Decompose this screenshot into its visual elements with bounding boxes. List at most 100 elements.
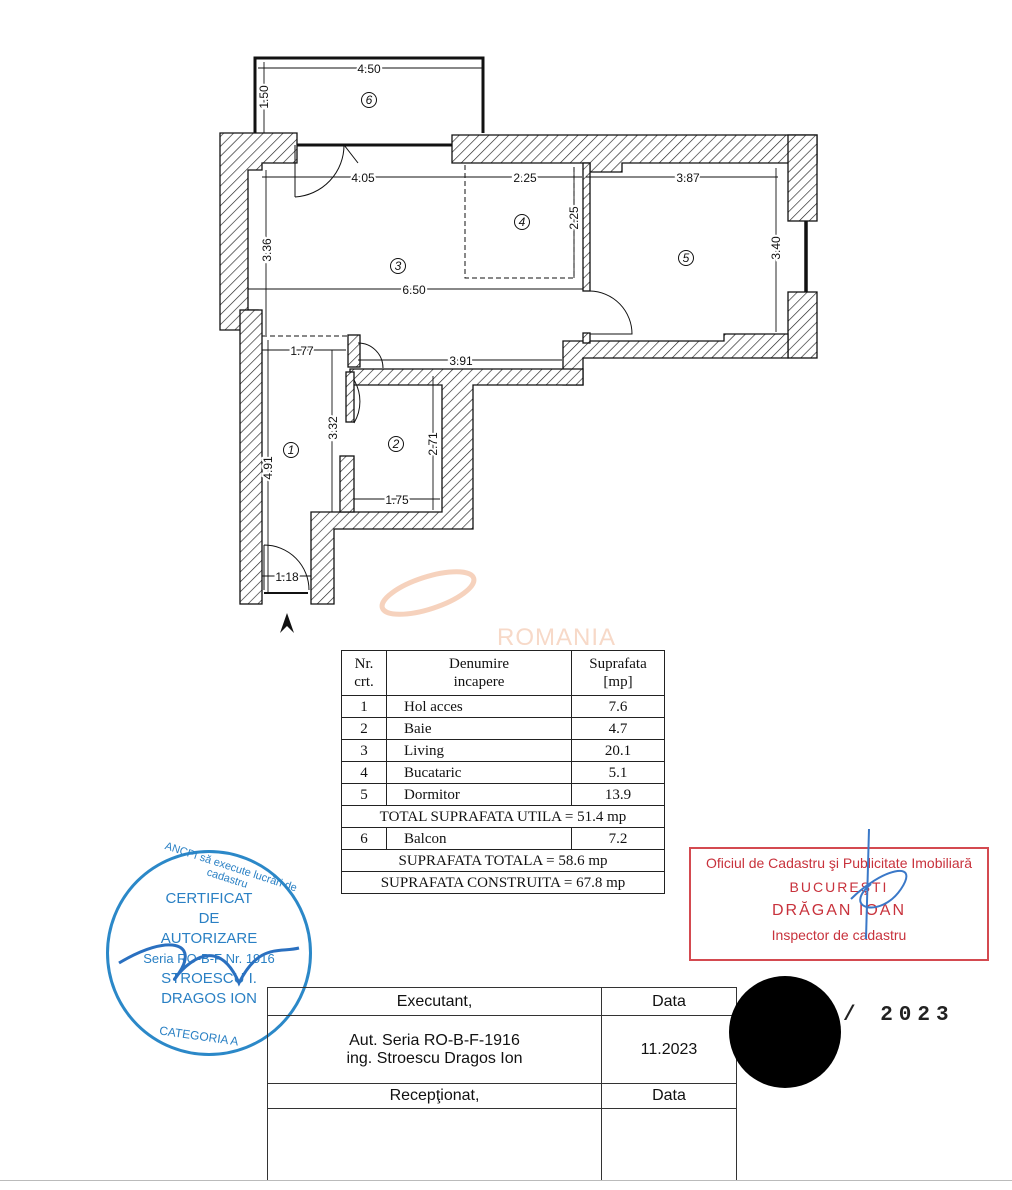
date-header: Data — [601, 987, 737, 1016]
wall-bath-hall — [339, 455, 355, 513]
watermark-text: ROMANIA — [497, 624, 617, 651]
wall-small-pier — [347, 334, 361, 368]
wall-corridor-bottom — [310, 368, 584, 605]
wall-partition-bedroom — [582, 162, 591, 292]
total-utila-row: TOTAL SUPRAFATA UTILA = 51.4 mp — [341, 805, 665, 828]
dimension-lines — [248, 62, 778, 593]
construita-row: SUPRAFATA CONSTRUITA = 67.8 mp — [341, 871, 665, 894]
signature-icon — [850, 829, 908, 940]
dim-living-depth: 3.36 — [260, 238, 274, 262]
room-number-3: 3 — [395, 259, 402, 273]
row-nr: 4 — [341, 761, 387, 784]
watermark-swoosh — [379, 569, 477, 617]
row-nr: 5 — [341, 783, 387, 806]
stamp-line: CERTIFICAT — [165, 890, 253, 907]
dim-kitchen-width: 2.25 — [513, 171, 537, 185]
stamp-line: Seria RO-B-F Nr. 1916 — [143, 951, 275, 966]
dim-entry-width: 1.18 — [275, 570, 299, 584]
wall-top-right — [451, 134, 818, 173]
wall-right-upper — [787, 134, 818, 222]
wall-bedroom-bottom — [562, 333, 789, 386]
stamp-line: DE — [198, 910, 220, 927]
received-signature-cell — [267, 1108, 602, 1181]
wall-right-lower — [787, 291, 818, 359]
stamp-name: DRĂGAN IOAN — [771, 902, 906, 919]
dim-bath-depth-right: 2.71 — [426, 432, 440, 456]
dim-kitchen-depth: 2.25 — [567, 206, 581, 230]
authorization-stamp: ANCPI să execute lucrări de cadastru CER… — [106, 840, 312, 1056]
header-suprafata: Suprafata — [589, 656, 647, 672]
total-row: SUPRAFATA TOTALA = 58.6 mp — [341, 849, 665, 872]
wall-left-upper — [219, 132, 298, 331]
total-utila: TOTAL SUPRAFATA UTILA = 51.4 mp — [341, 805, 665, 828]
entry-arrow-icon — [280, 613, 294, 633]
executant-header: Executant, — [267, 987, 602, 1016]
row-name: Dormitor — [386, 783, 572, 806]
door-entry — [263, 544, 310, 591]
door-corridor — [357, 342, 384, 369]
room-number-4: 4 — [519, 215, 526, 229]
row-name: Living — [386, 739, 572, 762]
registration-year: / 2023 — [843, 1004, 955, 1027]
header-incapere: incapere — [453, 674, 505, 690]
stamp-office: Oficiul de Cadastru şi Publicitate Imobi… — [705, 855, 973, 871]
wall-left-lower — [239, 309, 263, 605]
table-header: Nr. crt. Denumire incapere Suprafata [mp] — [341, 650, 665, 696]
header-denumire: Denumire — [449, 656, 509, 672]
row-area: 13.9 — [571, 783, 665, 806]
stamp-city: BUCUREŞTI — [789, 879, 889, 895]
built-area: SUPRAFATA CONSTRUITA = 67.8 mp — [341, 871, 665, 894]
header-crt: crt. — [354, 674, 374, 690]
dim-hall-length: 4.91 — [261, 456, 275, 480]
received-date-cell — [601, 1108, 737, 1181]
floor-plan: 4.50 1.50 4.05 2.25 3.87 2.25 3.40 3.36 … — [219, 56, 818, 633]
row-name: Baie — [386, 717, 572, 740]
executant-authorization: Aut. Seria RO-B-F-1916 — [349, 1031, 520, 1049]
row-nr: 2 — [341, 717, 387, 740]
row-nr: 1 — [341, 695, 387, 718]
dim-bedroom-depth: 3.40 — [769, 236, 783, 260]
wall-bath-hall-upper — [345, 371, 355, 423]
row-name: Bucataric — [386, 761, 572, 784]
signature-icon — [118, 943, 300, 987]
row-area: 4.7 — [571, 717, 665, 740]
room-number-5: 5 — [683, 251, 690, 265]
wall-partition-bedroom-low — [582, 332, 591, 344]
door-bath — [353, 379, 361, 424]
dim-balcony-depth: 1.50 — [257, 85, 271, 109]
received-header: Recepţionat, — [267, 1083, 602, 1109]
row-area: 5.1 — [571, 761, 665, 784]
dim-bedroom-width: 3.87 — [676, 171, 700, 185]
rooms-table: Nr. crt. Denumire incapere Suprafata [mp] 1… — [341, 650, 665, 894]
received-date-header: Data — [601, 1083, 737, 1109]
dim-hall-width: 1.77 — [290, 344, 314, 358]
room-number-6: 6 — [366, 93, 373, 107]
room-markers — [283, 92, 694, 458]
row-area: 7.6 — [571, 695, 665, 718]
stamp-line: STROESCU I. — [161, 970, 257, 987]
walls — [219, 132, 818, 605]
row-name: Hol acces — [386, 695, 572, 718]
room-numbers: 1 2 3 4 5 6 — [288, 93, 690, 457]
stamp-line: AUTORIZARE — [160, 930, 258, 947]
executant-date: 11.2023 — [601, 1015, 737, 1084]
doors — [263, 143, 633, 594]
header-unit: [mp] — [603, 674, 633, 690]
row-nr: 3 — [341, 739, 387, 762]
dim-living-top: 4.05 — [351, 171, 375, 185]
door-bedroom — [589, 290, 633, 335]
header-nr: Nr. — [354, 656, 374, 672]
row-area: 20.1 — [571, 739, 665, 762]
dim-bath-width: 1.75 — [385, 493, 409, 507]
room-number-1: 1 — [288, 443, 295, 457]
balcony — [253, 56, 808, 292]
dim-balcony-width: 4.50 — [357, 62, 381, 76]
room-number-2: 2 — [392, 437, 400, 451]
dim-bath-depth-left: 3.32 — [326, 416, 340, 440]
